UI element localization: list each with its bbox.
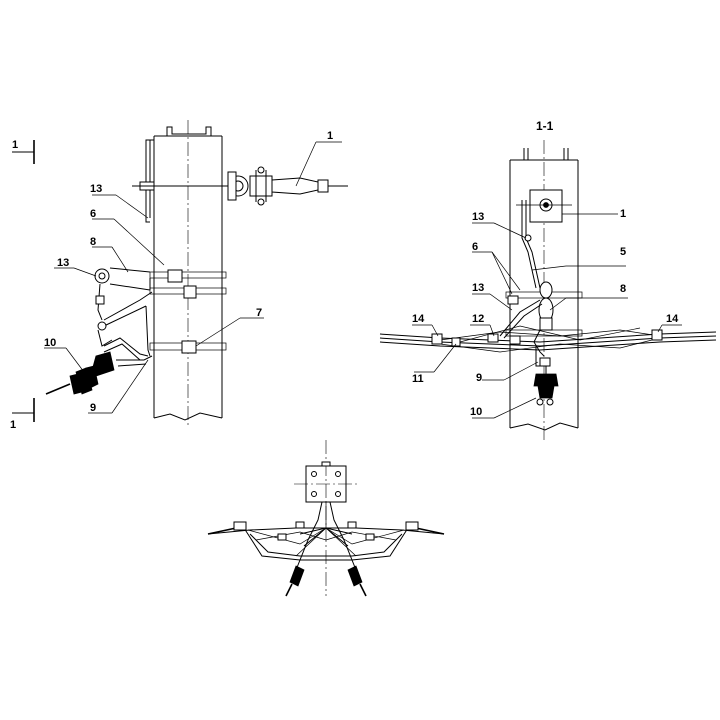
label-section-6: 6 — [472, 241, 478, 253]
hook-assembly — [94, 267, 153, 357]
label-front-9: 9 — [90, 402, 96, 414]
plan-view — [207, 440, 445, 597]
section-mark-bottom-label: 1 — [10, 419, 16, 431]
band-upper — [149, 269, 227, 299]
label-section-11: 11 — [412, 373, 424, 385]
section-mark-top: 1 — [12, 139, 35, 164]
label-section-8: 8 — [620, 283, 626, 295]
insulator-string — [45, 337, 153, 395]
label-front-13a: 13 — [90, 183, 102, 195]
section-mark-bottom: 1 — [10, 398, 35, 431]
plan-insulator-left — [285, 565, 305, 597]
shackle — [533, 281, 554, 357]
label-section-13b: 13 — [472, 282, 484, 294]
bracket-arm — [132, 139, 228, 223]
label-section-13a: 13 — [472, 211, 484, 223]
label-front-8: 8 — [90, 236, 96, 248]
label-section-10: 10 — [470, 406, 482, 418]
label-front-7: 7 — [256, 307, 262, 319]
mounting-plate — [516, 189, 572, 223]
label-section-5: 5 — [620, 246, 626, 258]
label-section-14a: 14 — [412, 313, 425, 325]
label-section-12: 12 — [472, 313, 484, 325]
label-front-1: 1 — [327, 130, 333, 142]
section-view: 1-1 — [379, 119, 717, 440]
label-section-1: 1 — [620, 208, 626, 220]
section-mark-top-label: 1 — [12, 139, 18, 151]
band-lower — [149, 340, 227, 354]
section-labels: 13 1 5 6 13 8 14 12 14 11 9 10 — [412, 208, 679, 418]
tension-clamp — [227, 166, 348, 206]
front-leaders — [44, 141, 342, 414]
label-front-6: 6 — [90, 208, 96, 220]
label-front-10: 10 — [44, 337, 56, 349]
front-view: 1 1 — [10, 120, 348, 431]
insulator-section — [533, 346, 559, 406]
pole-front — [153, 120, 223, 425]
section-title: 1-1 — [536, 119, 554, 133]
conductors — [379, 299, 717, 353]
label-section-14b: 14 — [666, 313, 679, 325]
plan-insulator-right — [347, 565, 367, 597]
label-section-9: 9 — [476, 372, 482, 384]
front-labels: 1 13 6 8 13 7 10 9 — [44, 130, 333, 414]
label-front-13b: 13 — [57, 257, 69, 269]
section-leaders — [412, 213, 682, 419]
